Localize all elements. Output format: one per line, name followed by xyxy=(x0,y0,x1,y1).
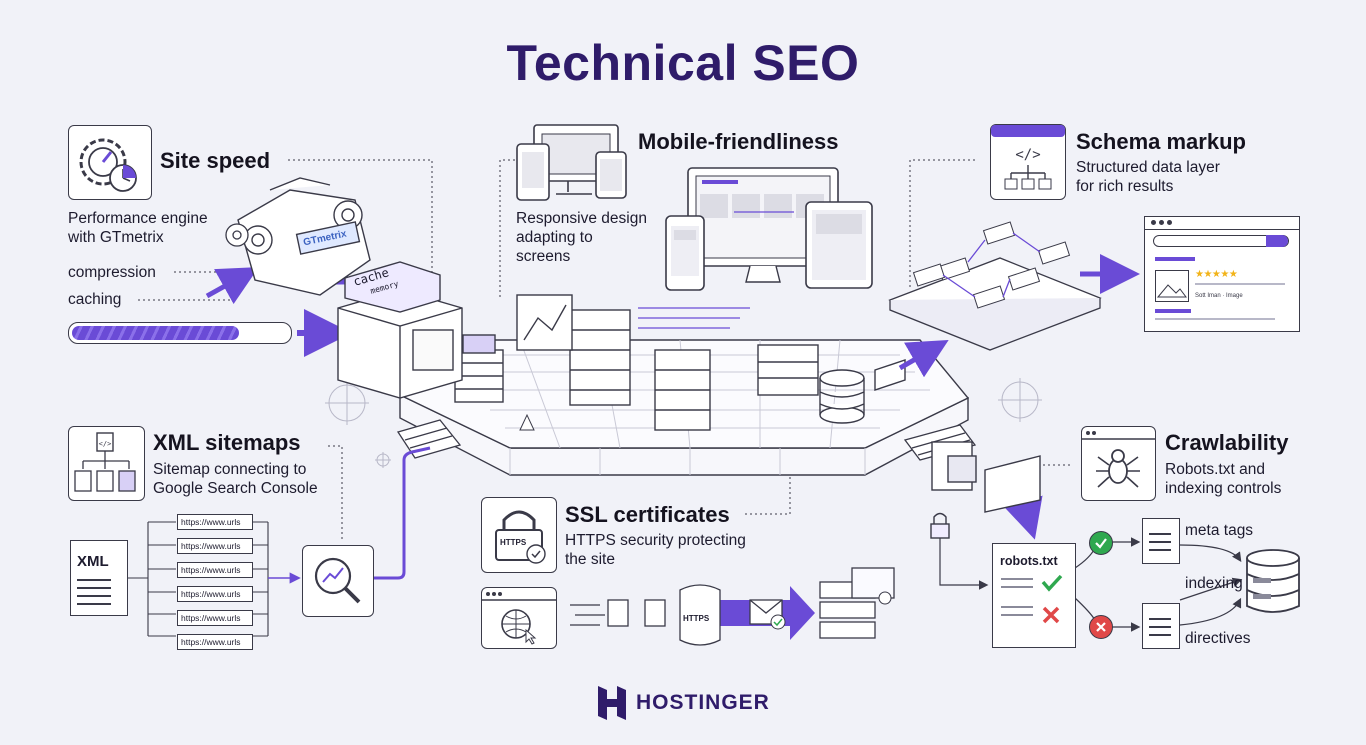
caching-label: caching xyxy=(68,291,122,308)
url-item: https://www.urls xyxy=(177,514,253,530)
speedometer-gear-icon xyxy=(68,125,152,200)
hostinger-logo-icon xyxy=(598,686,626,720)
brand-name: HOSTINGER xyxy=(636,691,770,714)
xml-sitemaps-desc-line2: Google Search Console xyxy=(153,480,318,497)
site-speed-description: Performance engine with GTmetrix xyxy=(68,209,208,247)
ssl-description: HTTPS security protecting the site xyxy=(565,531,746,569)
xml-sitemaps-desc-line1: Sitemap connecting to xyxy=(153,461,307,478)
mobile-desc-line3: screens xyxy=(516,248,571,265)
lock-https-label: HTTPS xyxy=(500,538,527,547)
spider-icon xyxy=(1081,426,1156,501)
site-speed-desc-line2: with GTmetrix xyxy=(68,229,164,246)
site-speed-desc-line1: Performance engine xyxy=(68,210,208,227)
speed-progress-bar xyxy=(68,322,292,344)
svg-text:</>: </> xyxy=(1015,147,1040,163)
mobile-description: Responsive design adapting to screens xyxy=(516,209,647,266)
sitemap-icon: </> xyxy=(68,426,145,501)
database-icon xyxy=(1245,548,1301,616)
search-button xyxy=(1266,235,1288,247)
schema-desc-line1: Structured data layer xyxy=(1076,159,1220,176)
xml-sitemaps-heading: XML sitemaps xyxy=(153,430,301,455)
xml-sitemaps-description: Sitemap connecting to Google Search Cons… xyxy=(153,460,318,498)
sitemap-url-list: https://www.urls https://www.urls https:… xyxy=(177,514,253,650)
tunnel-https-label: HTTPS xyxy=(683,614,710,623)
lock-icon: HTTPS xyxy=(481,497,557,573)
xml-file-icon: XML xyxy=(70,540,128,616)
meta-tags-label: meta tags xyxy=(1185,522,1254,539)
indexing-label: indexing xyxy=(1185,575,1243,592)
brand-logo: HOSTINGER xyxy=(598,686,770,720)
responsive-devices-illustration xyxy=(664,166,874,292)
mobile-desc-line1: Responsive design xyxy=(516,210,647,227)
mobile-desc-line2: adapting to xyxy=(516,229,593,246)
result-caption: Sott Iman · Image xyxy=(1195,293,1243,299)
url-item: https://www.urls xyxy=(177,586,253,602)
xml-file-label: XML xyxy=(77,553,109,570)
crawl-desc-line2: indexing controls xyxy=(1165,480,1282,497)
directives-doc-icon xyxy=(1142,603,1180,649)
crawlability-heading: Crawlability xyxy=(1165,430,1289,455)
url-item: https://www.urls xyxy=(177,634,253,650)
schema-heading: Schema markup xyxy=(1076,129,1246,154)
devices-icon xyxy=(516,124,628,202)
cross-icon xyxy=(1089,615,1113,639)
page-title: Technical SEO xyxy=(506,35,860,91)
mobile-heading: Mobile-friendliness xyxy=(638,129,839,154)
check-icon xyxy=(1089,531,1113,555)
globe-browser-icon xyxy=(481,587,557,649)
url-item: https://www.urls xyxy=(177,610,253,626)
crawlability-description: Robots.txt and indexing controls xyxy=(1165,460,1281,498)
meta-doc-icon xyxy=(1142,518,1180,564)
ssl-desc-line1: HTTPS security protecting xyxy=(565,532,746,549)
ssl-heading: SSL certificates xyxy=(565,502,730,527)
directives-label: directives xyxy=(1185,630,1251,647)
robots-txt-file: robots.txt xyxy=(992,543,1076,648)
search-console-icon xyxy=(302,545,374,617)
speed-progress-fill xyxy=(72,326,239,340)
url-item: https://www.urls xyxy=(177,538,253,554)
code-tree-icon: </> xyxy=(990,124,1066,200)
image-thumbnail-icon xyxy=(1155,270,1189,302)
compression-label: compression xyxy=(68,264,156,281)
schema-description: Structured data layer for rich results xyxy=(1076,158,1220,196)
site-speed-heading: Site speed xyxy=(160,148,271,173)
schema-desc-line2: for rich results xyxy=(1076,178,1174,195)
svg-text:</>: </> xyxy=(99,440,112,448)
url-item: https://www.urls xyxy=(177,562,253,578)
robots-txt-label: robots.txt xyxy=(1000,554,1058,568)
rich-result-browser: ★★★★★ Sott Iman · Image xyxy=(1144,216,1300,332)
crawl-desc-line1: Robots.txt and xyxy=(1165,461,1265,478)
allow-disallow-marks xyxy=(1041,574,1063,624)
rating-stars: ★★★★★ xyxy=(1195,269,1238,280)
ssl-desc-line2: the site xyxy=(565,551,615,568)
